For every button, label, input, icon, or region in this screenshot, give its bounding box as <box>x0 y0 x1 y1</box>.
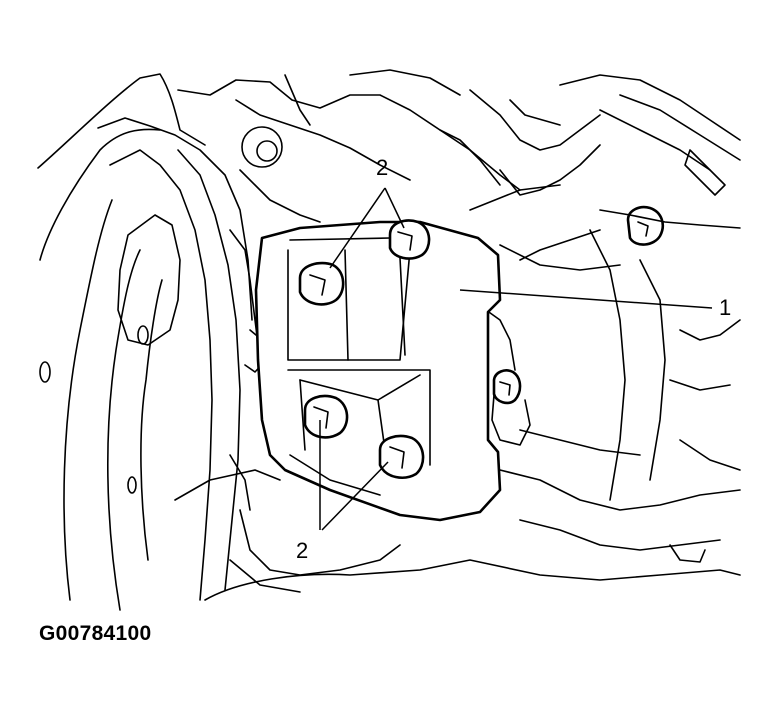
bracket-bolts <box>298 219 431 479</box>
bolt-upper-right <box>388 219 431 260</box>
bolt-lower-left <box>303 394 349 439</box>
mount-bracket <box>254 220 502 522</box>
callout-label-bracket: 1 <box>719 295 732 320</box>
bolt-upper-left <box>298 261 345 306</box>
bolt-lower-right <box>378 434 425 479</box>
callout-label-bolts-bottom: 2 <box>296 538 309 563</box>
callout-label-bolts-top: 2 <box>376 155 389 180</box>
callout-leaders <box>319 187 713 531</box>
figure-id: G00784100 <box>39 622 152 645</box>
engine-housing-outline <box>37 69 741 611</box>
